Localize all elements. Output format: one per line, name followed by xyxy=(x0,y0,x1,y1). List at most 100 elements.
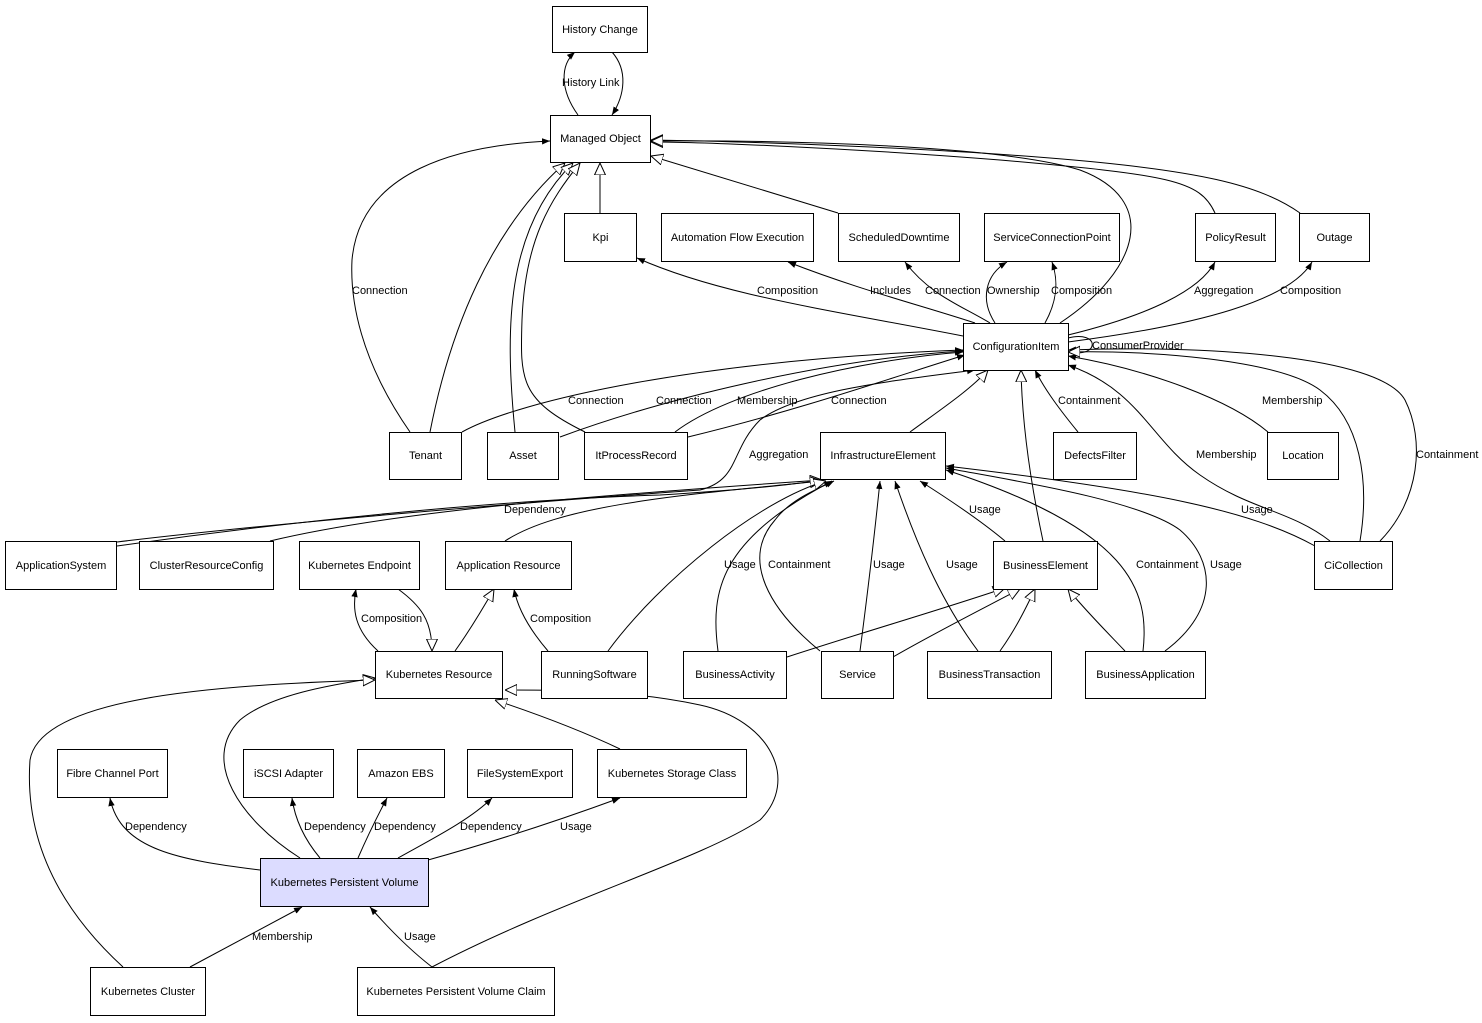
edge-label-containment: Containment xyxy=(1416,449,1479,461)
edge-label-history-link: History Link xyxy=(562,77,620,89)
node-policy-result[interactable]: PolicyResult xyxy=(1195,213,1276,262)
edge-label-dependency: Dependency xyxy=(460,821,522,833)
node-location[interactable]: Location xyxy=(1267,432,1339,480)
node-kubernetes-persistent-volume-claim[interactable]: Kubernetes Persistent Volume Claim xyxy=(357,967,555,1016)
node-business-activity[interactable]: BusinessActivity xyxy=(683,651,787,699)
edge-pv-iscsi xyxy=(289,797,321,859)
edge-bt-be xyxy=(999,589,1035,652)
node-automation-flow-execution[interactable]: Automation Flow Execution xyxy=(661,213,814,262)
edge-label-connection: Connection xyxy=(831,395,887,407)
node-managed-object[interactable]: Managed Object xyxy=(550,115,651,163)
edge-label-aggregation: Aggregation xyxy=(749,449,809,461)
edge-label-composition: Composition xyxy=(530,613,592,625)
node-scheduled-downtime[interactable]: ScheduledDowntime xyxy=(838,213,960,262)
node-label: iSCSI Adapter xyxy=(253,767,324,780)
node-label: BusinessApplication xyxy=(1096,669,1195,681)
node-service-connection-point[interactable]: ServiceConnectionPoint xyxy=(984,213,1120,262)
edge-pvc-pv xyxy=(369,906,433,968)
edge-label-composition: Composition xyxy=(361,613,423,625)
node-asset[interactable]: Asset xyxy=(487,432,559,480)
node-tenant[interactable]: Tenant xyxy=(389,432,462,480)
node-ci-collection[interactable]: CiCollection xyxy=(1314,541,1393,590)
node-kubernetes-resource[interactable]: Kubernetes Resource xyxy=(375,651,503,699)
edge-tenant-mo-gen xyxy=(429,163,565,433)
edge-label-usage: Usage xyxy=(969,504,1001,516)
node-label: InfrastructureElement xyxy=(830,450,936,462)
node-label: Kubernetes Cluster xyxy=(100,985,196,998)
node-defects-filter[interactable]: DefectsFilter xyxy=(1053,432,1137,480)
edge-itpr-ci-mem xyxy=(674,349,964,433)
edge-pr-mo xyxy=(651,142,1216,214)
node-application-system[interactable]: ApplicationSystem xyxy=(5,541,117,590)
node-history-change[interactable]: History Change xyxy=(552,6,648,53)
edge-rs-ie xyxy=(607,481,826,652)
node-label: Kubernetes Persistent Volume xyxy=(270,876,419,889)
node-label: Asset xyxy=(509,450,537,462)
node-business-transaction[interactable]: BusinessTransaction xyxy=(927,651,1052,699)
edge-tenant-mo-conn xyxy=(351,138,551,433)
node-infrastructure-element[interactable]: InfrastructureElement xyxy=(820,432,946,480)
node-kubernetes-persistent-volume[interactable]: Kubernetes Persistent Volume xyxy=(260,858,429,907)
edge-label-membership: Membership xyxy=(252,931,313,943)
node-kubernetes-endpoint[interactable]: Kubernetes Endpoint xyxy=(299,541,420,590)
edge-cic-ci-gen xyxy=(1068,352,1365,542)
node-label: ScheduledDowntime xyxy=(848,231,950,244)
node-file-system-export[interactable]: FileSystemExport xyxy=(467,749,573,798)
node-label: RunningSoftware xyxy=(552,669,637,681)
node-label: PolicyResult xyxy=(1205,231,1266,244)
node-label: Tenant xyxy=(408,450,443,462)
edge-kr-kep-comp xyxy=(351,588,379,652)
edge-ci-pr xyxy=(1067,261,1216,336)
node-amazon-ebs[interactable]: Amazon EBS xyxy=(357,749,445,798)
node-service[interactable]: Service xyxy=(821,651,894,699)
edge-label-usage: Usage xyxy=(1241,504,1273,516)
node-cluster-resource-config[interactable]: ClusterResourceConfig xyxy=(139,541,274,590)
node-kpi[interactable]: Kpi xyxy=(564,213,637,262)
edge-label-ownership: Ownership xyxy=(987,285,1040,297)
edge-label-connection: Connection xyxy=(352,285,408,297)
node-label: History Change xyxy=(562,23,638,36)
node-label: ClusterResourceConfig xyxy=(149,559,264,572)
node-business-application[interactable]: BusinessApplication xyxy=(1085,651,1206,699)
node-business-element[interactable]: BusinessElement xyxy=(993,541,1098,590)
edge-outage-mo xyxy=(651,140,1301,214)
edge-label-dependency: Dependency xyxy=(504,504,566,516)
node-kubernetes-storage-class[interactable]: Kubernetes Storage Class xyxy=(597,749,747,798)
edge-label-containment: Containment xyxy=(768,559,831,571)
edge-itpr-mo xyxy=(520,163,586,433)
edge-label-usage: Usage xyxy=(404,931,436,943)
edge-history-link-back xyxy=(611,51,624,116)
edge-ci-mo xyxy=(651,141,1132,324)
edge-pv-fcp xyxy=(108,797,261,871)
node-configuration-item[interactable]: ConfigurationItem xyxy=(963,323,1069,371)
edge-tenant-ci xyxy=(461,347,964,433)
node-label: DefectsFilter xyxy=(1064,450,1126,462)
node-running-software[interactable]: RunningSoftware xyxy=(541,651,648,699)
edge-bt-ie xyxy=(894,480,979,652)
node-label: Kubernetes Persistent Volume Claim xyxy=(366,985,546,998)
node-application-resource[interactable]: Application Resource xyxy=(445,541,572,590)
node-iscsi-adapter[interactable]: iSCSI Adapter xyxy=(243,749,334,798)
edge-loc-ci xyxy=(1067,354,1269,433)
node-kubernetes-cluster[interactable]: Kubernetes Cluster xyxy=(90,967,206,1016)
node-label: CiCollection xyxy=(1324,559,1383,572)
edge-ci-scp-comp xyxy=(1044,261,1058,324)
edge-kr-ar-gen xyxy=(454,589,494,652)
edge-label-dependency: Dependency xyxy=(374,821,436,833)
edge-ie-ci xyxy=(909,370,988,433)
edge-sd-mo xyxy=(651,156,839,214)
node-label: FileSystemExport xyxy=(476,767,564,780)
node-label: Outage xyxy=(1316,231,1353,244)
node-outage[interactable]: Outage xyxy=(1299,213,1370,262)
node-label: BusinessTransaction xyxy=(938,669,1041,681)
edge-asset-mo xyxy=(509,163,573,433)
node-fibre-channel-port[interactable]: Fibre Channel Port xyxy=(57,749,168,798)
edge-ksc-kr xyxy=(495,700,621,750)
node-it-process-record[interactable]: ItProcessRecord xyxy=(584,432,688,480)
edge-label-dependency: Dependency xyxy=(125,821,187,833)
edge-label-membership: Membership xyxy=(737,395,798,407)
edge-label-aggregation: Aggregation xyxy=(1194,285,1254,297)
node-label: BusinessElement xyxy=(1003,559,1088,572)
edge-label-composition: Composition xyxy=(757,285,819,297)
